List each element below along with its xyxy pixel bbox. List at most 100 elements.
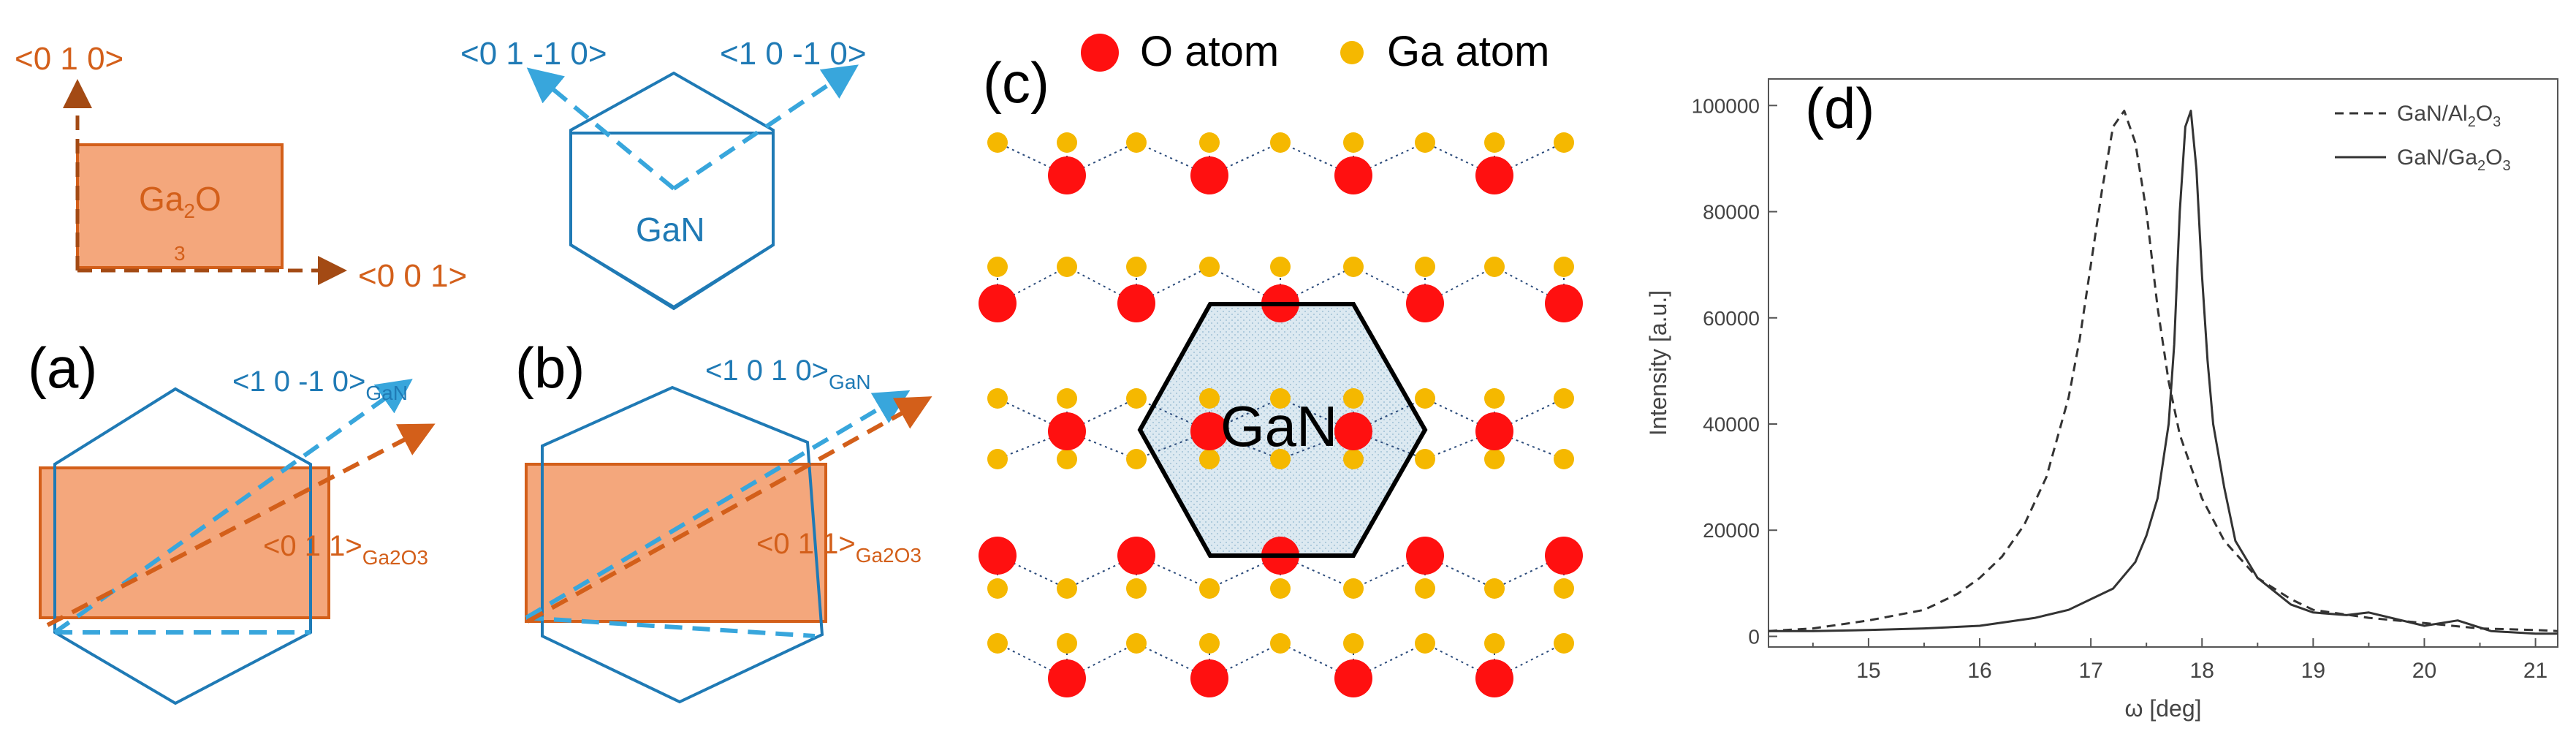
- legend-label: GaN/Al2O3: [2397, 102, 2501, 130]
- axis-010-label: <0 1 0>: [15, 41, 124, 77]
- ga2o3-box: [76, 143, 284, 269]
- panel-a-gan-arrow: [53, 379, 413, 635]
- y-tick-label: 0: [1748, 625, 1760, 648]
- panel-a-gan-label: <1 0 -1 0>GaN: [232, 366, 408, 404]
- panel-b-base-dash: [525, 616, 816, 638]
- ga-atom: [1126, 449, 1147, 469]
- dir-10-10-label: <1 0 -1 0>: [720, 36, 867, 72]
- legend-o-atom-marker: [1081, 34, 1119, 72]
- panel-b-ga2o3-arrow: [526, 396, 932, 624]
- gan-hex-fill: [1140, 304, 1425, 556]
- o-atom: [1048, 156, 1086, 194]
- panel-b-ga2o3-sub: Ga2O3: [856, 544, 922, 567]
- ga-atom: [987, 257, 1008, 277]
- ga-atom: [1057, 388, 1077, 409]
- legend-ga-atom-label: Ga atom: [1387, 28, 1549, 75]
- ga-atom: [1343, 633, 1364, 654]
- o-atom: [1334, 156, 1372, 194]
- ga-atom: [987, 449, 1008, 469]
- ga-atom: [1343, 578, 1364, 599]
- panel-b-gan-main: <1 0 1 0>: [705, 355, 829, 387]
- ga-atom: [1554, 449, 1574, 469]
- ga-atom: [1415, 132, 1435, 153]
- o-atom: [1545, 284, 1583, 322]
- gan-hex-label: GaN: [636, 211, 705, 249]
- ga-atom: [987, 578, 1008, 599]
- panel-b-ga2o3-main: <0 1 1>: [756, 528, 856, 560]
- panel-b-letter: (b): [515, 336, 585, 400]
- ga-atom: [1484, 257, 1505, 277]
- ga-atom: [987, 633, 1008, 654]
- panel-b-gan-label: <1 0 1 0>GaN: [705, 355, 871, 393]
- panel-a-ga2o3-sub: Ga2O3: [362, 546, 428, 569]
- ga-atom: [1554, 257, 1574, 277]
- ga-atom: [1554, 633, 1574, 654]
- ga-atom: [1057, 578, 1077, 599]
- x-tick-label: 15: [1856, 659, 1880, 683]
- o-atom: [1334, 659, 1372, 697]
- o-atom: [1190, 156, 1228, 194]
- gan-hex-outline: [1137, 302, 1428, 558]
- ga2o3-sub3: 3: [174, 242, 186, 265]
- dir-01-10-label: <0 1 -1 0>: [460, 36, 607, 72]
- x-tick-label: 17: [2078, 659, 2102, 683]
- ga-atom: [1343, 132, 1364, 153]
- ga-atom: [1126, 388, 1147, 409]
- ga-atom: [1126, 633, 1147, 654]
- x-axis-label: ω [deg]: [2124, 695, 2201, 722]
- panel-a-ga2o3-box: [39, 466, 330, 619]
- legend-o-atom-label: O atom: [1140, 28, 1279, 75]
- plot-frame: [1768, 78, 2558, 648]
- o-atom: [979, 284, 1017, 322]
- ga-atom: [1484, 449, 1505, 469]
- o-atom: [1406, 284, 1444, 322]
- ga-atom: [1270, 132, 1291, 153]
- x-tick-label: 16: [1967, 659, 1991, 683]
- ga-atom: [1057, 449, 1077, 469]
- y-tick-label: 60000: [1703, 307, 1760, 330]
- panel-c: (c) O atom Ga atom GaN: [979, 28, 1583, 697]
- ga2o3-box-label: Ga2O: [139, 180, 221, 222]
- panel-a-ga2o3-arrow: [46, 423, 436, 627]
- panel-c-gan-label: GaN: [1220, 394, 1337, 458]
- ga-atom: [1270, 388, 1291, 409]
- legend-label: GaN/Ga2O3: [2397, 145, 2511, 174]
- y-axis-label: Intensity [a.u.]: [1645, 290, 1671, 436]
- panel-a-gan-main: <1 0 -1 0>: [232, 366, 365, 398]
- ga-atom: [1126, 257, 1147, 277]
- ga-atom: [1199, 633, 1220, 654]
- ga-atom: [1484, 633, 1505, 654]
- ga-atom: [1199, 449, 1220, 469]
- o-atom: [1117, 537, 1155, 575]
- o-atom: [1406, 537, 1444, 575]
- o-atom: [1475, 156, 1513, 194]
- panel-c-letter: (c): [983, 50, 1049, 115]
- x-tick-label: 20: [2412, 659, 2436, 683]
- panel-a-ga2o3-label: <0 1 1>Ga2O3: [263, 530, 428, 569]
- ga2o3-sub2: 2: [183, 200, 195, 222]
- o-atom: [979, 537, 1017, 575]
- ga-atom: [1415, 578, 1435, 599]
- panel-b-gan-hexagon: [541, 385, 824, 704]
- y-tick-label: 80000: [1703, 201, 1760, 224]
- ga-atom: [1415, 257, 1435, 277]
- ga-atom: [1484, 578, 1505, 599]
- ga-atom: [1554, 132, 1574, 153]
- ga-atom: [1415, 449, 1435, 469]
- o-atom: [1545, 537, 1583, 575]
- panel-b-gan-sub: GaN: [829, 371, 871, 393]
- o-atom: [1334, 412, 1372, 450]
- dir-01-10-arrow: [526, 67, 675, 191]
- ga-atom: [1343, 388, 1364, 409]
- ga-atom: [1199, 132, 1220, 153]
- panel-b-ga2o3-label: <0 1 1>Ga2O3: [756, 528, 922, 567]
- ga-atom: [1270, 257, 1291, 277]
- ga-atom: [1057, 257, 1077, 277]
- ga-atom: [1484, 388, 1505, 409]
- series-line-gan-al2o3: [1768, 110, 2558, 632]
- gan-hexagon: [569, 71, 775, 309]
- gan-orientation-diagram: <0 1 -1 0> <1 0 -1 0> GaN: [460, 36, 867, 311]
- y-tick-label: 20000: [1703, 519, 1760, 542]
